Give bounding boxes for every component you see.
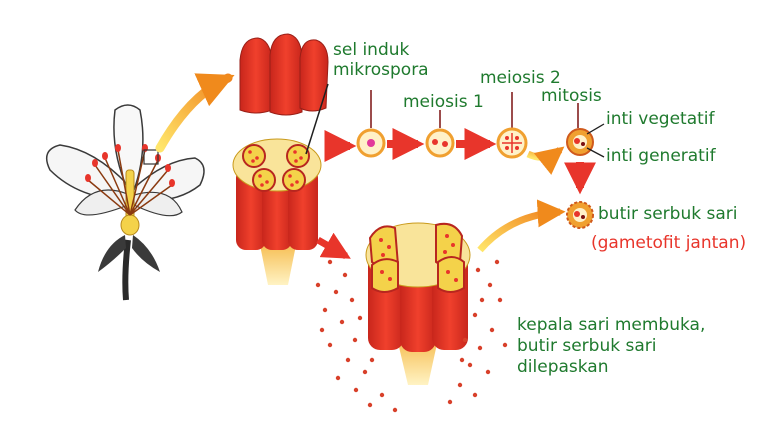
sel-induk-pointer	[305, 83, 329, 155]
pollen-grain	[566, 201, 594, 229]
anther-top-view	[239, 33, 329, 116]
label-kepala-line3: dilepaskan	[517, 357, 609, 377]
label-meiosis-1: meiosis 1	[403, 92, 484, 112]
label-inti-generatif: inti generatif	[606, 146, 716, 166]
microspore-mother-cell	[356, 128, 386, 158]
label-gametofit-jantan: (gametofit jantan)	[591, 233, 747, 253]
mitosis-cell	[566, 128, 594, 156]
label-kepala-line1: kepala sari membuka,	[517, 315, 706, 335]
meiosis-sequence	[324, 90, 605, 229]
label-kepala-sari: kepala sari membuka, butir serbuk sari d…	[517, 315, 705, 378]
label-sel-induk: sel induk mikrospora	[333, 40, 429, 80]
label-sel-induk-line1: sel induk	[333, 40, 410, 60]
anther-cross-section	[232, 138, 322, 285]
label-mitosis: mitosis	[541, 86, 602, 106]
scattered-pollen	[315, 259, 508, 413]
label-butir-serbuk-sari: butir serbuk sari	[598, 204, 738, 224]
label-inti-vegetatif: inti vegetatif	[606, 109, 715, 129]
to-open-anther-arrow	[316, 232, 351, 260]
anther-dehiscing	[365, 222, 471, 385]
flower-illustration	[45, 104, 205, 301]
to-pollen-arrow	[477, 199, 566, 253]
label-sel-induk-line2: mikrospora	[333, 60, 429, 80]
zoom-box	[143, 149, 159, 165]
flower-to-anther-arrow	[155, 73, 235, 153]
label-kepala-line2: butir serbuk sari	[517, 336, 657, 356]
meiosis2-cell	[496, 127, 528, 159]
label-meiosis-2: meiosis 2	[480, 68, 561, 88]
meiosis1-cell	[425, 128, 455, 158]
